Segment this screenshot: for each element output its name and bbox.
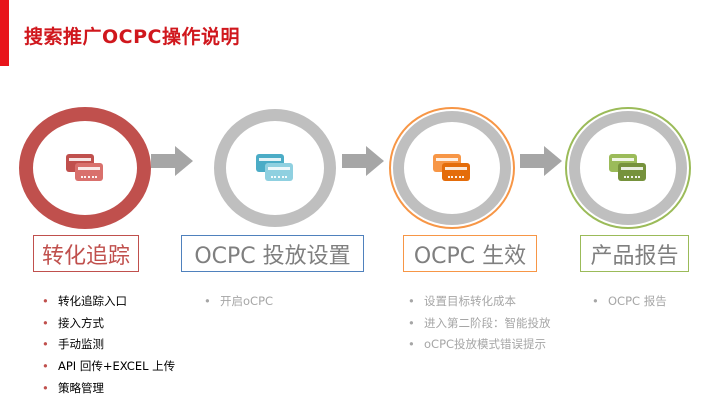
credit-card-icon <box>433 154 471 182</box>
credit-card-icon <box>256 154 294 182</box>
bullet-item: 设置目标转化成本 <box>406 293 551 315</box>
product-report-bullet-list: OCPC 报告 <box>590 293 667 309</box>
bullet-item: 手动监测 <box>40 335 175 357</box>
right-arrow-icon <box>151 146 193 176</box>
step-circle-product-report <box>565 107 691 229</box>
step-circle-ocpc-settings <box>214 109 336 227</box>
conversion-tracking-bullet-list: 转化追踪入口 接入方式 手动监测 API 回传+EXCEL 上传 策略管理 <box>40 292 175 400</box>
bullet-item: oCPC投放模式错误提示 <box>406 336 551 358</box>
step-circle-ocpc-effective <box>389 107 515 229</box>
bullet-item: API 回传+EXCEL 上传 <box>40 357 175 379</box>
step-label-ocpc-effective: OCPC 生效 <box>403 235 537 272</box>
credit-card-icon <box>66 154 104 182</box>
step-label-product-report: 产品报告 <box>580 235 689 272</box>
bullet-item: 策略管理 <box>40 379 175 401</box>
credit-card-icon <box>609 154 647 182</box>
bullet-item: OCPC 报告 <box>590 293 667 309</box>
bullet-item: 转化追踪入口 <box>40 292 175 314</box>
slide-title: 搜索推广OCPC操作说明 <box>24 26 240 48</box>
step-label-ocpc-settings: OCPC 投放设置 <box>181 235 364 272</box>
step-label-conversion-tracking: 转化追踪 <box>33 235 139 272</box>
title-accent-bar <box>0 0 9 66</box>
bullet-item: 开启oCPC <box>202 293 273 309</box>
right-arrow-icon <box>520 146 562 176</box>
ocpc-effective-bullet-list: 设置目标转化成本 进入第二阶段：智能投放 oCPC投放模式错误提示 <box>406 293 551 358</box>
ocpc-settings-bullet-list: 开启oCPC <box>202 293 273 309</box>
right-arrow-icon <box>342 146 384 176</box>
step-circle-conversion-tracking <box>19 107 151 229</box>
bullet-item: 进入第二阶段：智能投放 <box>406 315 551 337</box>
bullet-item: 接入方式 <box>40 314 175 336</box>
